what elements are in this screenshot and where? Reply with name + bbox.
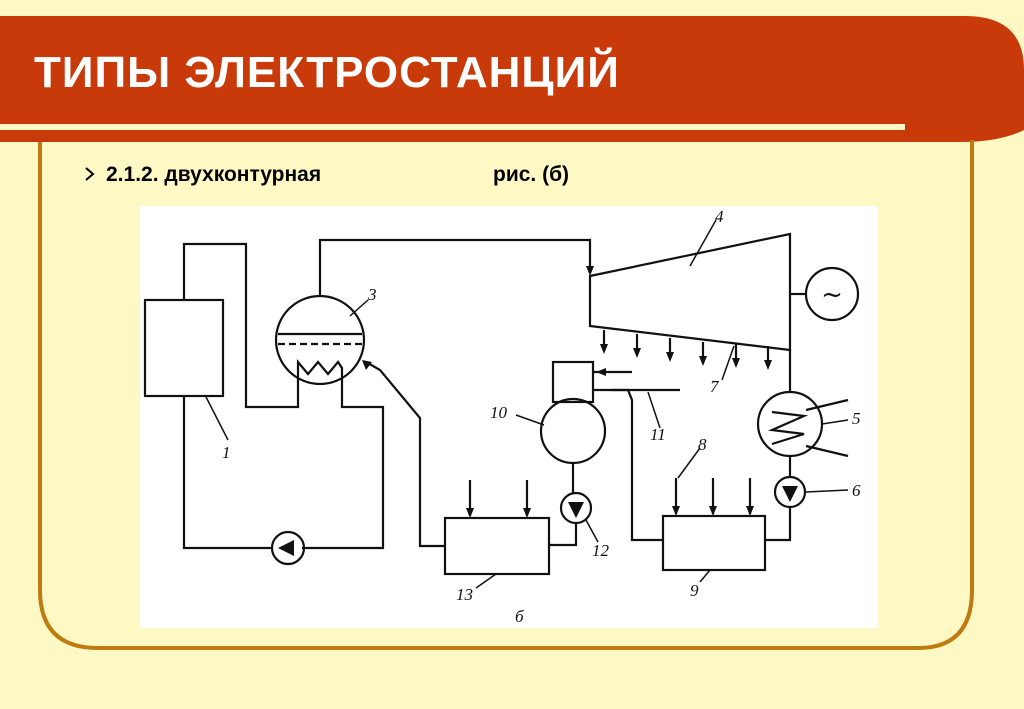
slide-title: ТИПЫ ЭЛЕКТРОСТАНЦИЙ: [34, 48, 620, 97]
primary-loop-hot: [182, 242, 300, 409]
label-3: 3: [367, 285, 377, 304]
diagram-panel: [140, 206, 877, 628]
heater-9: [661, 514, 767, 572]
label-6: 6: [852, 481, 861, 500]
diagram-caption: б: [515, 607, 524, 626]
label-1: 1: [222, 443, 231, 462]
label-11: 11: [650, 425, 666, 444]
label-8: 8: [698, 435, 707, 454]
primary-pump: [270, 530, 306, 566]
generator: [804, 266, 860, 322]
label-10: 10: [490, 403, 508, 422]
primary-loop-return: [302, 376, 385, 550]
primary-pump-arrow-icon: [278, 540, 294, 556]
label-5: 5: [852, 409, 861, 428]
deaerator-column: [551, 360, 595, 404]
label-12: 12: [592, 541, 610, 560]
label-4: 4: [715, 207, 724, 226]
figure-reference: рис. (б): [493, 163, 570, 186]
content-frame: [38, 140, 974, 650]
steam-line: [318, 238, 592, 296]
sg-heating-coil: [296, 358, 344, 376]
bullet-text: 2.1.2. двухконтурная: [106, 163, 322, 186]
pump-12-arrow-icon: [568, 502, 584, 518]
label-7: 7: [710, 377, 720, 396]
label-9: 9: [690, 581, 699, 600]
title-underline: [0, 124, 905, 130]
label-13: 13: [456, 585, 473, 604]
bullet-arrow-icon: [85, 167, 95, 181]
primary-loop-pump-line: [182, 396, 273, 550]
pump-6-arrow-icon: [782, 486, 798, 502]
generator-symbol: ~: [821, 280, 843, 310]
title-banner: [0, 16, 1024, 142]
